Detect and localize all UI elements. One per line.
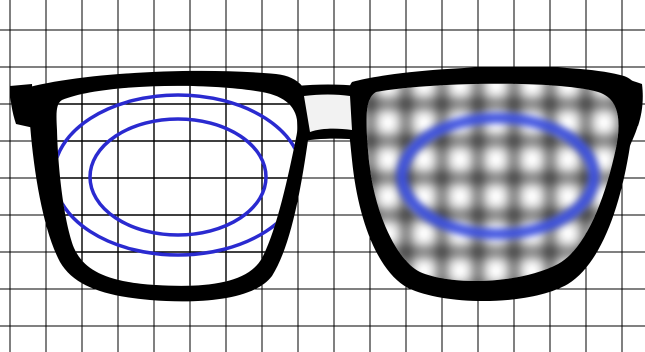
bridge-highlight xyxy=(304,95,352,133)
right-temple xyxy=(618,76,643,128)
left-temple xyxy=(10,84,34,128)
